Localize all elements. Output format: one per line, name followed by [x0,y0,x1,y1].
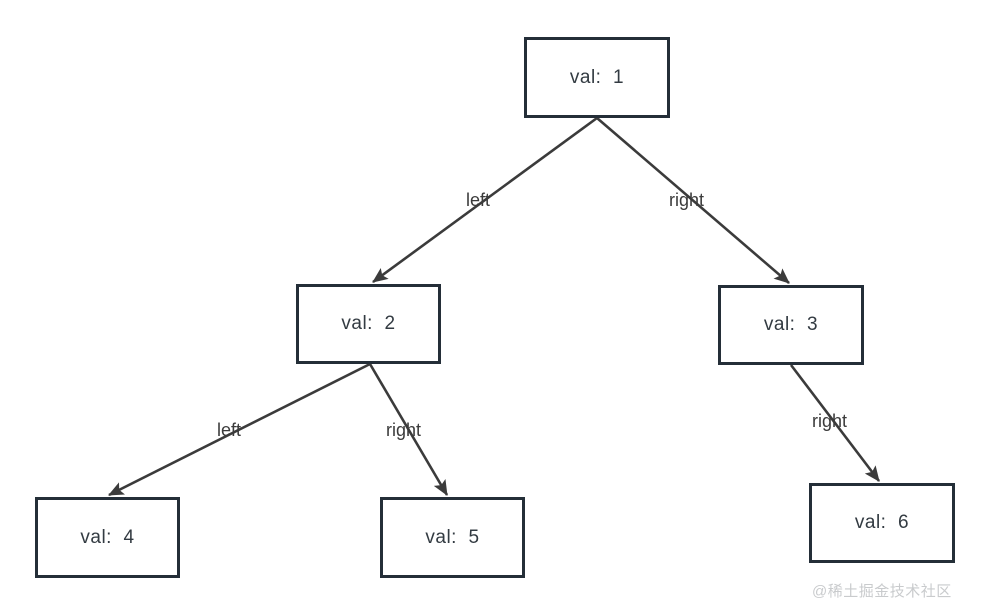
tree-node-4-label: val: 4 [80,526,135,548]
edge-label-right-1-3: right [669,190,705,210]
tree-node-4[interactable]: val: 4 [35,497,180,578]
edge-label-right-2-5: right [386,420,422,440]
edge-label-left-2-4: left [217,420,242,440]
tree-node-1[interactable]: val: 1 [524,37,670,118]
tree-node-2-label: val: 2 [341,313,396,334]
edge-n1-n3 [596,117,790,284]
edge-label-left-1-2: left [466,190,491,210]
tree-node-5[interactable]: val: 5 [380,497,525,578]
watermark-text: @稀土掘金技术社区 [812,583,952,600]
edge-n3-n6 [789,364,881,482]
edge-paths [108,116,881,497]
edge-n2-n4 [108,362,371,497]
tree-node-5-label: val: 5 [425,526,480,548]
edge-label-right-3-6: right [812,411,848,431]
edge-n1-n2 [372,116,598,284]
tree-node-6-label: val: 6 [854,512,910,533]
tree-node-6[interactable]: val: 6 [809,483,955,563]
edge-n2-n5 [368,363,449,496]
tree-node-1-label: val: 1 [569,66,625,88]
tree-node-2[interactable]: val: 2 [296,284,441,364]
tree-node-3-label: val: 3 [763,314,819,335]
tree-node-3[interactable]: val: 3 [718,285,864,365]
